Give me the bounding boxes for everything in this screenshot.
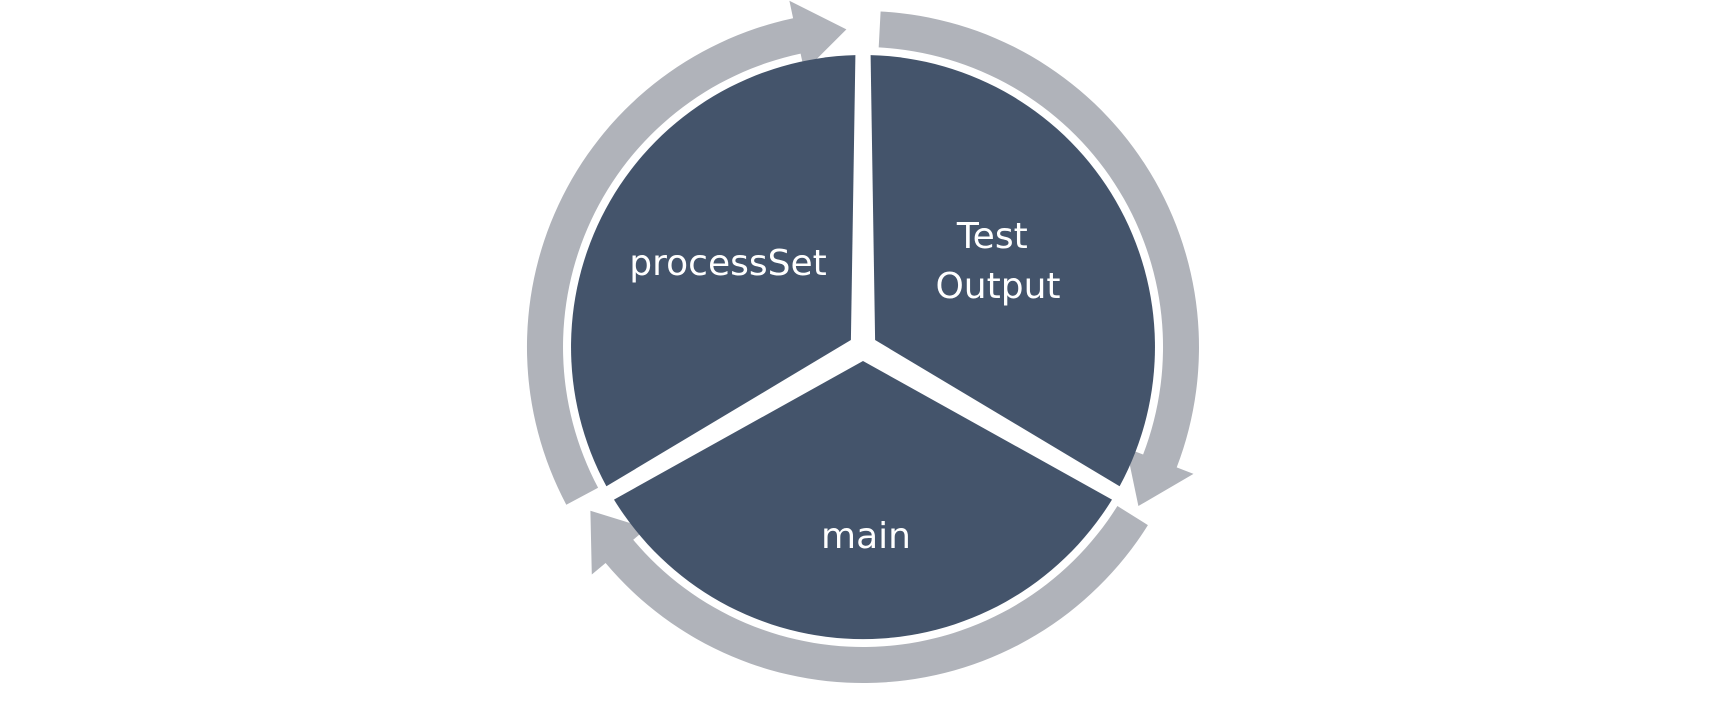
cycle-segments <box>571 55 1155 640</box>
segment-test-output <box>870 55 1155 487</box>
segment-label-line: main <box>821 516 911 557</box>
arc-arrow-test-output-to-main <box>878 11 1199 506</box>
arc-arrow-processset-to-test-output <box>526 0 847 505</box>
arc-arrow-main-to-processset <box>590 506 1148 684</box>
segment-label-line: Test <box>956 216 1028 257</box>
cycle-arrow-ring <box>526 0 1199 684</box>
segment-label-line: processSet <box>629 243 826 284</box>
segment-label-test-output: Test Output <box>935 216 1060 307</box>
segment-label-processset: processSet <box>629 243 826 284</box>
segment-main <box>614 361 1112 640</box>
segment-label-main: main <box>821 516 911 557</box>
segment-label-line: Output <box>935 266 1060 307</box>
segment-processset <box>571 55 856 487</box>
